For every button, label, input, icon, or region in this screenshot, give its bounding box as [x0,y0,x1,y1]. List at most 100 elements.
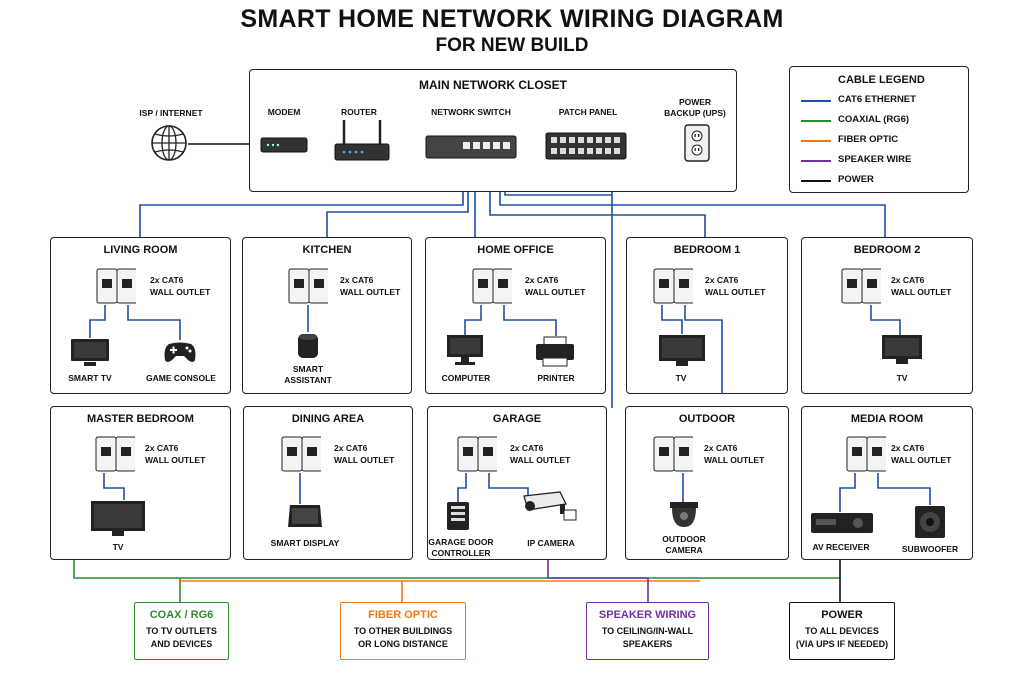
legend-swatch [801,140,831,142]
wall-outlet-icon [288,268,328,304]
outlet-label-2: WALL OUTLET [525,287,586,297]
outlet-label-2: WALL OUTLET [891,287,952,297]
dome-camera-icon [670,502,698,527]
av-receiver-icon [811,513,873,533]
router-icon [334,120,390,161]
room-title: OUTDOOR [678,413,736,425]
tv-icon [882,335,922,364]
modem-icon [260,137,308,153]
legend-label: SPEAKER WIRE [838,154,912,165]
fiber-line1: TO OTHER BUILDINGS [353,626,453,636]
main-network-closet: MAIN NETWORK CLOSET [249,69,737,192]
outlet-label-2: WALL OUTLET [145,455,206,465]
tv-icon [659,335,705,366]
room-living-room: LIVING ROOM [50,237,231,394]
network-switch-icon [425,135,517,159]
patch-panel-label: PATCH PANEL [558,107,618,117]
coax-line2: AND DEVICES [150,639,213,649]
legend-title: CABLE LEGEND [838,74,925,86]
legend-label: COAXIAL (RG6) [838,114,910,125]
device-label: TV [896,373,908,383]
patch-panel-icon [545,132,627,160]
speaker-title: SPEAKER WIRING [598,609,697,621]
legend-swatch [801,180,831,182]
device-label: AV RECEIVER [812,542,870,552]
outlet-label-1: 2x CAT6 [340,275,374,285]
wall-outlet-icon [841,268,881,304]
garage-controller-icon [447,502,469,530]
power-info-box: POWER TO ALL DEVICES(VIA UPS IF NEEDED) [789,602,895,660]
device-label: SUBWOOFER [901,544,959,554]
switch-label: NETWORK SWITCH [431,107,511,117]
wall-outlet-icon [846,436,886,472]
room-garage: GARAGE [427,406,607,560]
ip-camera-icon [523,491,577,521]
room-master-bedroom: MASTER BEDROOM [50,406,231,560]
computer-icon [447,335,483,365]
wall-outlet-icon [96,268,136,304]
room-bedroom1: BEDROOM 1 [626,237,788,394]
wall-outlet-icon [653,268,693,304]
room-title: HOME OFFICE [477,244,554,256]
room-title: BEDROOM 2 [853,244,921,256]
tv-icon [71,339,109,366]
outlet-label-1: 2x CAT6 [145,443,179,453]
subwoofer-icon [915,506,945,538]
isp-label: ISP / INTERNET [139,108,203,118]
device-label: TV [675,373,687,383]
coax-title: COAX / RG6 [149,609,214,621]
coax-info-box: COAX / RG6 TO TV OUTLETS AND DEVICES [134,602,229,660]
room-bedroom2: BEDROOM 2 [801,237,973,394]
outlet-label-2: WALL OUTLET [340,287,401,297]
outlet-label-2: WALL OUTLET [705,287,766,297]
power-line2: (VIA UPS IF NEEDED) [795,639,889,649]
room-title: LIVING ROOM [103,244,178,256]
device-label-line1: GARAGE DOOR [428,537,494,547]
wall-outlet-icon [653,436,693,472]
diagram-subtitle: FOR NEW BUILD [435,35,589,56]
cable-legend [789,66,969,193]
legend-label: POWER [838,174,874,185]
device-label: PRINTER [537,373,575,383]
smart-display-icon [288,505,322,527]
room-title: MASTER BEDROOM [87,413,194,425]
power-line1: TO ALL DEVICES [805,626,879,636]
device-label: GAME CONSOLE [146,373,216,383]
device-label: TV [112,542,124,552]
legend-swatch [801,120,831,122]
device-label: COMPUTER [441,373,491,383]
ups-label-line1: POWER [678,97,712,107]
outlet-label-1: 2x CAT6 [891,275,925,285]
outlet-label-1: 2x CAT6 [891,443,925,453]
device-label-line2: CAMERA [665,545,703,555]
outlet-label-1: 2x CAT6 [334,443,368,453]
tv-icon [91,501,145,536]
wall-outlet-icon [281,436,321,472]
outlet-label-1: 2x CAT6 [525,275,559,285]
room-title: BEDROOM 1 [673,244,741,256]
speaker-line2: SPEAKERS [622,639,673,649]
wall-outlet-icon [95,436,135,472]
outlet-label-2: WALL OUTLET [150,287,211,297]
room-kitchen: KITCHEN [242,237,412,394]
legend-label: CAT6 ETHERNET [838,94,916,105]
device-label-line1: SMART [292,364,324,374]
room-media-room: MEDIA ROOM [801,406,973,560]
speaker-line1: TO CEILING/IN-WALL [601,626,694,636]
outlet-label-2: WALL OUTLET [891,455,952,465]
outlet-label-2: WALL OUTLET [334,455,395,465]
room-dining-area: DINING AREA [243,406,413,560]
speaker-trunk [547,560,649,603]
outlet-label-1: 2x CAT6 [510,443,544,453]
router-label: ROUTER [341,107,377,117]
diagram-title: SMART HOME NETWORK WIRING DIAGRAM [240,5,784,33]
legend-swatch [801,100,831,102]
room-home-office: HOME OFFICE [425,237,606,394]
legend-label: FIBER OPTIC [838,134,899,145]
coax-line1: TO TV OUTLETS [146,626,217,636]
smart-speaker-icon [298,334,318,358]
modem-label: MODEM [267,107,301,117]
game-controller-icon [164,342,196,362]
room-title: GARAGE [492,413,542,425]
device-label: IP CAMERA [527,538,575,548]
